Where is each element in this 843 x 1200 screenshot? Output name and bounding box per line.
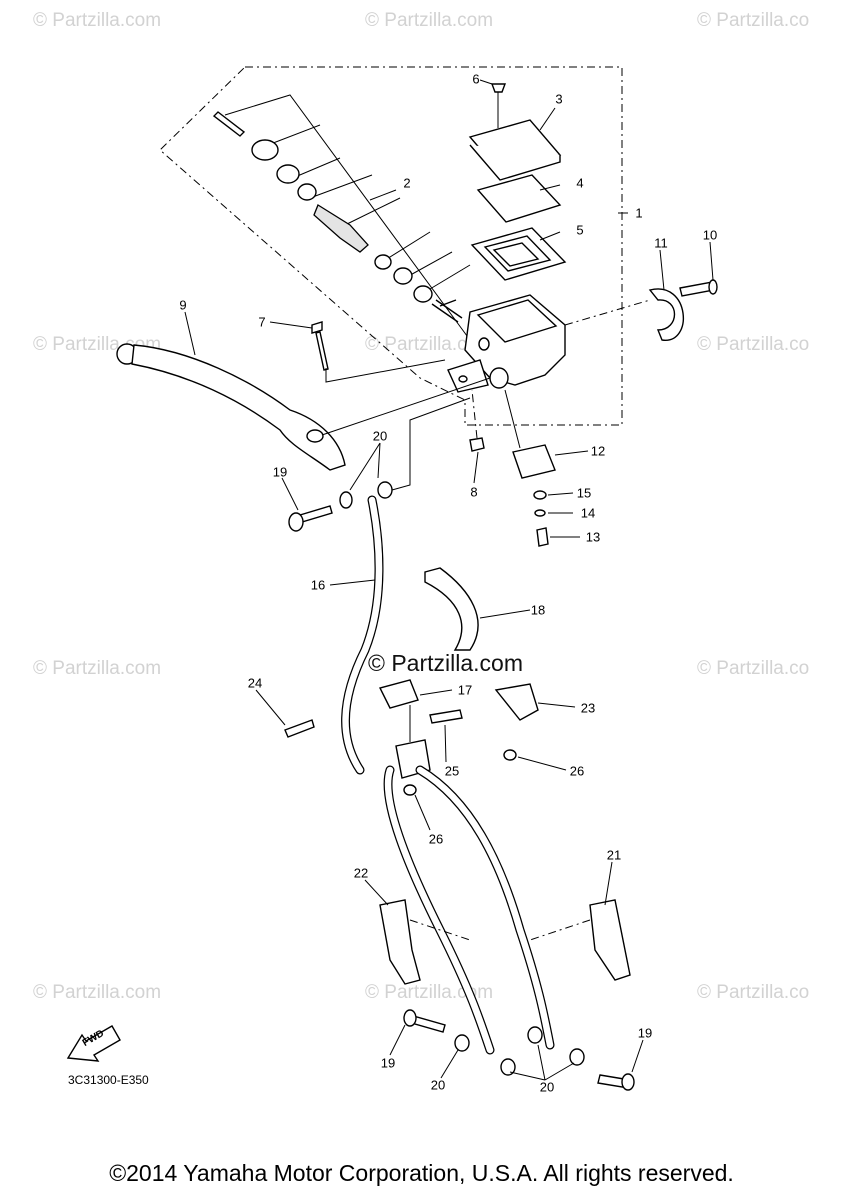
piston-assembly [212,111,463,323]
callout-20c: 20 [539,1079,555,1095]
watermark: © Partzilla.co [697,334,810,355]
callout-26b: 26 [428,831,444,847]
assembly-boundary [159,66,623,426]
callout-11: 11 [654,235,668,251]
callout-22: 22 [353,865,369,881]
watermark: © Partzilla.com [33,658,162,679]
callout-19a: 19 [272,464,288,480]
center-watermark: © Partzilla.com [368,650,523,676]
clamp-holder [564,279,718,341]
callout-7: 7 [258,314,266,330]
watermark: © Partzilla.com [365,10,494,31]
callout-24: 24 [247,675,263,691]
nut [469,437,485,452]
hose-brackets [379,899,631,985]
pivot-bolt [311,321,446,383]
reservoir-parts [468,83,567,281]
leader-lines [184,79,714,1081]
callout-10: 10 [702,227,718,243]
callout-25: 25 [444,763,460,779]
callout-21: 21 [606,847,622,863]
callout-19c: 19 [637,1025,653,1041]
callout-20b: 20 [430,1077,446,1093]
copyright-footer: ©2014 Yamaha Motor Corporation, U.S.A. A… [109,1160,734,1186]
upper-banjo [288,397,471,532]
callout-3: 3 [555,91,563,107]
callout-13: 13 [585,529,601,545]
brake-switch [504,389,556,547]
master-cylinder-body [447,294,566,393]
lower-hoses [383,765,555,1055]
callout-2: 2 [403,175,411,191]
nut-guide [471,389,478,439]
callout-14: 14 [580,505,596,521]
lower-banjo [403,1009,635,1091]
callout-5: 5 [576,222,584,238]
callout-9: 9 [179,297,187,313]
callout-4: 4 [576,175,584,191]
callout-8: 8 [470,484,478,500]
callout-6: 6 [472,71,480,87]
callout-23: 23 [580,700,596,716]
hose-joint [284,679,539,796]
cable-tie [424,567,479,651]
watermark: © Partzilla.co [697,10,810,31]
callout-16: 16 [310,577,326,593]
callout-15: 15 [576,485,592,501]
callout-19b: 19 [380,1055,396,1071]
watermark: © Partzilla.com [33,10,162,31]
upper-hose [341,495,384,775]
callout-20a: 20 [372,428,388,444]
piston-guide-lines [224,94,471,341]
callout-1: 1 [635,205,643,221]
watermark: © Partzilla.com [33,982,162,1003]
watermark: © Partzilla.com [365,334,494,355]
callout-18: 18 [530,602,546,618]
watermark: © Partzilla.co [697,658,810,679]
callout-12: 12 [590,443,606,459]
brake-lever [116,343,491,471]
diagram-code: 3C31300-E350 [68,1073,149,1087]
callout-26a: 26 [569,763,585,779]
watermark: © Partzilla.com [365,982,494,1003]
fwd-arrow [66,1025,121,1062]
watermark: © Partzilla.co [697,982,810,1003]
callout-17: 17 [457,682,473,698]
